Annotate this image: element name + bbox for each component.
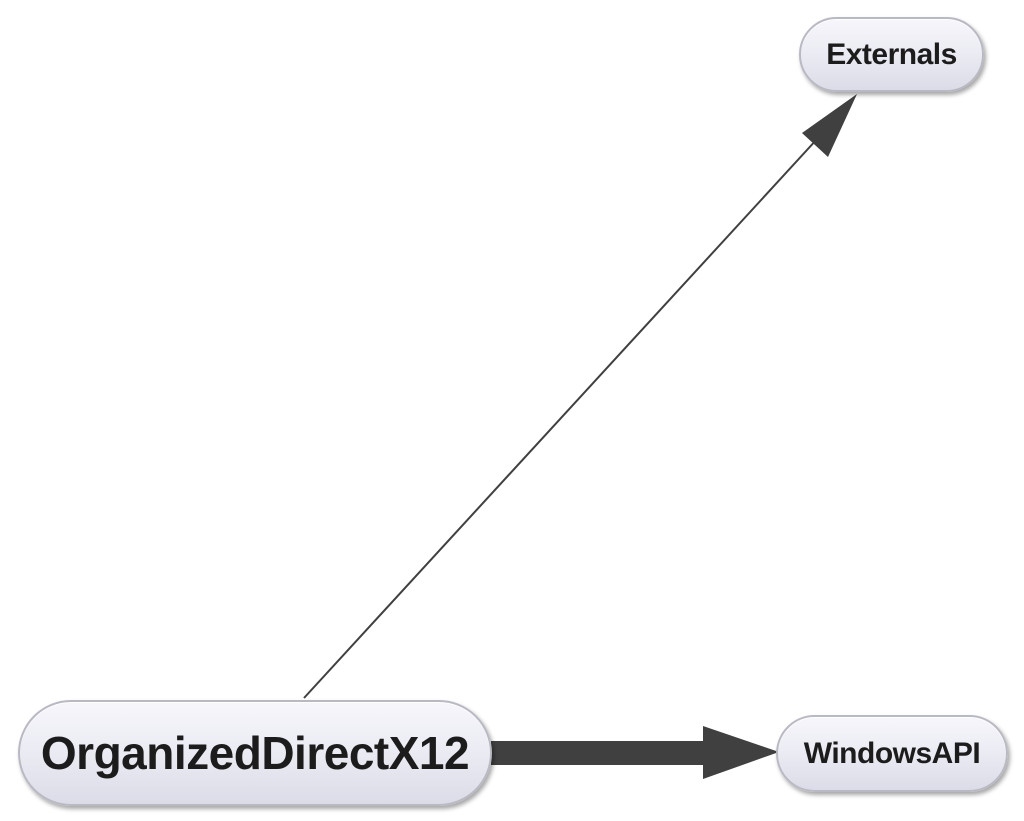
- arrowhead-externals: [802, 94, 857, 157]
- edge-line-externals: [303, 137, 819, 699]
- node-organizeddirectx12-label: OrganizedDirectX12: [40, 727, 470, 779]
- edge-line-windowsapi: [491, 741, 706, 765]
- node-organizeddirectx12[interactable]: OrganizedDirectX12: [18, 700, 492, 806]
- arrowhead-windowsapi: [703, 726, 779, 779]
- node-windowsapi-label: WindowsAPI: [803, 736, 981, 770]
- node-windowsapi[interactable]: WindowsAPI: [776, 715, 1008, 792]
- edge-main-to-windowsapi: [491, 726, 779, 779]
- edge-main-to-externals: [303, 94, 857, 699]
- node-externals-label: Externals: [826, 37, 957, 71]
- node-externals[interactable]: Externals: [799, 17, 984, 92]
